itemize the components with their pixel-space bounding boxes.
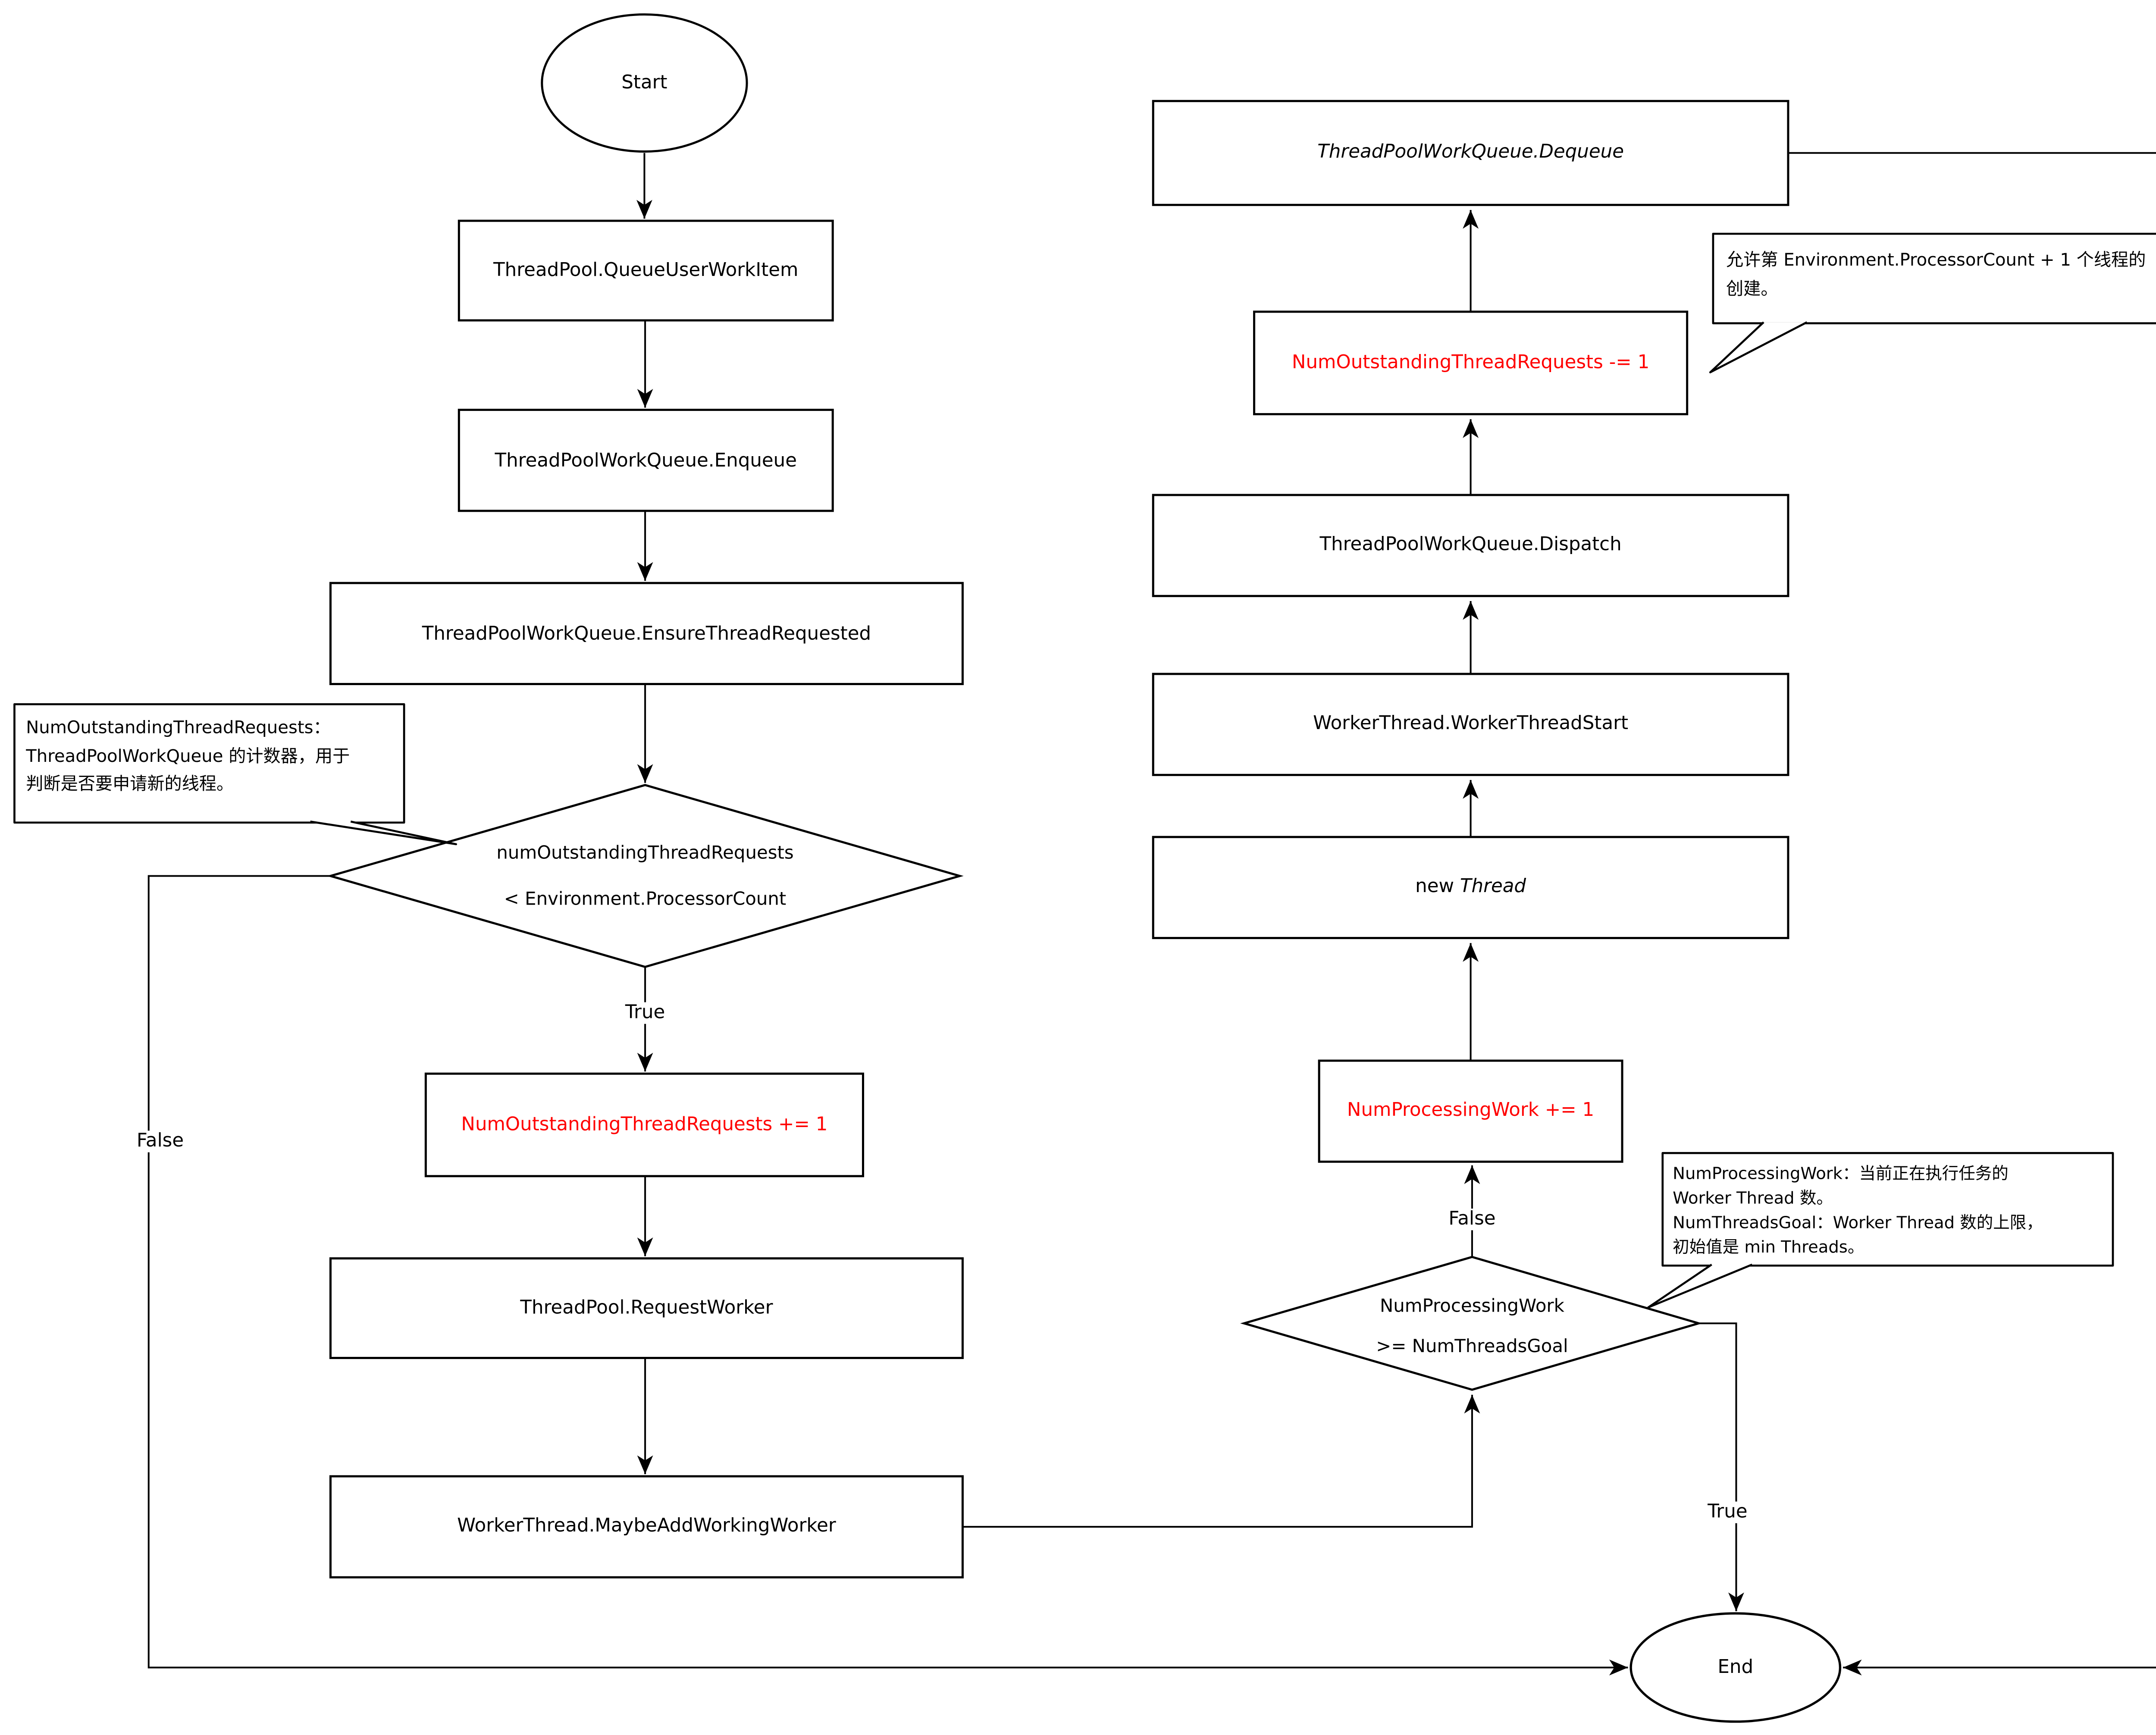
edge-decision2-true-to-end [1698,1322,1744,1611]
queueuserworkitem-box [458,219,834,322]
decision2-label: NumProcessingWork >= NumThreadsGoal [1256,1297,1689,1355]
end-label: End [1717,1656,1754,1678]
callout-processor-count-pointer [1709,321,1808,373]
callout-num-outstanding-line3: 判断是否要申请新的线程。 [26,773,234,794]
decision1-true-label: True [620,1001,670,1024]
callout-processor-count-line2: 创建。 [1726,278,1778,299]
decision2-line1: NumProcessingWork [1379,1294,1564,1316]
callout-num-processing-line4: 初始值是 min Threads。 [1673,1237,1865,1257]
start-ellipse [541,13,748,153]
numoutstanding-increment-box [424,1072,865,1178]
callout-processor-count-box [1712,232,2156,325]
callout-num-outstanding-text: NumOutstandingThreadRequests： ThreadPool… [14,704,404,822]
dispatch-label: ThreadPoolWorkQueue.Dispatch [1319,534,1622,556]
decision2-diamond [1240,1256,1703,1391]
ensurethreadrequested-box [329,582,964,685]
callout-processor-count-line1: 允许第 Environment.ProcessorCount + 1 个线程的 [1726,250,2146,270]
newthread-box [1152,836,1789,940]
requestworker-label: ThreadPool.RequestWorker [520,1297,773,1319]
numprocessing-increment-label: NumProcessingWork += 1 [1347,1100,1595,1122]
workerthreadstart-label: WorkerThread.WorkerThreadStart [1313,713,1629,735]
callout-num-outstanding-pointer [310,821,457,846]
callout-num-processing-box [1661,1152,2114,1267]
decision1-line1: numOutstandingThreadRequests [496,841,794,863]
callout-num-processing-line3: NumThreadsGoal：Worker Thread 数的上限， [1673,1212,2043,1233]
workerthreadstart-box [1152,673,1789,776]
callout-num-processing-line1: NumProcessingWork：当前正在执行任务的 [1673,1163,2009,1184]
numoutstanding-decrement-box [1253,310,1689,416]
decision2-line2: >= NumThreadsGoal [1376,1334,1568,1356]
decision1-line2: < Environment.ProcessorCount [504,886,787,908]
requestworker-box [329,1257,964,1359]
queueuserworkitem-label: ThreadPool.QueueUserWorkItem [493,260,799,282]
numoutstanding-increment-label: NumOutstandingThreadRequests += 1 [461,1113,828,1136]
callout-num-processing-text: NumProcessingWork：当前正在执行任务的 Worker Threa… [1663,1153,2113,1265]
maybeaddworkingworker-box [329,1475,964,1578]
callout-num-outstanding-line2: ThreadPoolWorkQueue 的计数器，用于 [26,745,350,766]
enqueue-label: ThreadPoolWorkQueue.Enqueue [495,450,797,472]
newthread-class-name: Thread [1460,876,1526,898]
maybeaddworkingworker-label: WorkerThread.MaybeAddWorkingWorker [457,1516,836,1538]
ensurethreadrequested-label: ThreadPoolWorkQueue.EnsureThreadRequeste… [422,623,871,645]
numoutstanding-decrement-label: NumOutstandingThreadRequests -= 1 [1291,351,1650,373]
decision1-label: numOutstandingThreadRequests < Environme… [345,841,945,908]
numprocessing-increment-box [1318,1059,1623,1163]
newthread-label: new Thread [1415,876,1526,899]
end-ellipse [1630,1612,1842,1723]
edge-dequeue-loop-to-end [1788,152,2156,1675]
edge-maybeadd-to-decision2 [962,1394,1480,1528]
callout-processor-count-text: 允许第 Environment.ProcessorCount + 1 个线程的 … [1713,234,2156,323]
dispatch-box [1152,494,1789,597]
callout-num-outstanding-line1: NumOutstandingThreadRequests： [26,717,331,738]
decision1-false-label: False [132,1130,188,1152]
decision1-diamond [326,784,964,968]
enqueue-box [458,409,834,512]
callout-num-processing-pointer [1647,1263,1753,1309]
edge-decision1-false-to-end [147,875,1628,1675]
callout-num-processing-line2: Worker Thread 数。 [1673,1187,1833,1208]
start-label: Start [621,72,667,94]
newthread-prefix: new [1415,876,1460,898]
decision2-true-label: True [1703,1501,1752,1523]
decision2-false-label: False [1444,1208,1500,1230]
callout-num-outstanding-box [13,703,405,824]
dequeue-box [1152,100,1789,206]
dequeue-label: ThreadPoolWorkQueue.Dequeue [1317,141,1624,163]
